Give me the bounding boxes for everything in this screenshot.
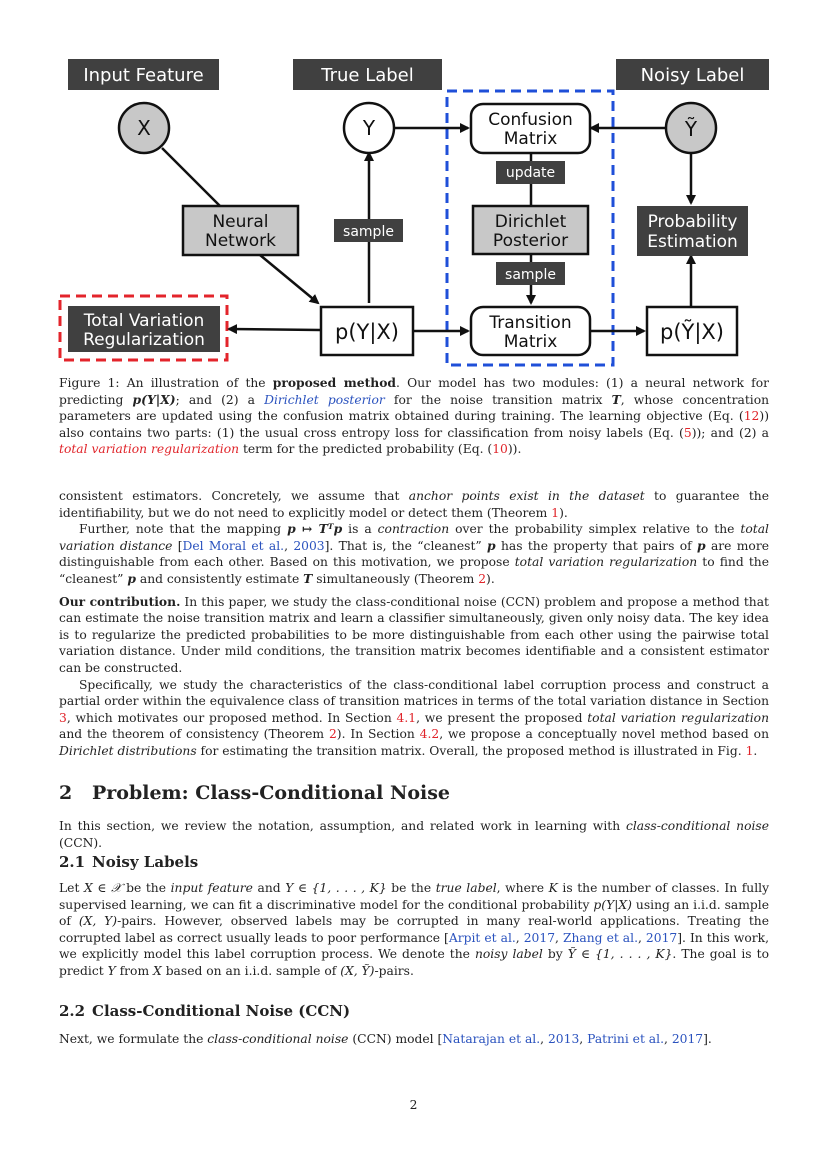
ref-section[interactable]: 4.2: [419, 727, 440, 742]
node-dirichlet-posterior: Dirichlet Posterior: [471, 204, 590, 256]
citation[interactable]: Del Moral et al.: [182, 538, 285, 553]
citation-year[interactable]: 2003: [293, 538, 325, 553]
section-intro: In this section, we review the notation,…: [59, 818, 769, 851]
citation[interactable]: Arpit et al.: [448, 930, 516, 945]
paragraph: In this section, we review the notation,…: [59, 819, 769, 850]
node-confusion-matrix: Confusion Matrix: [469, 102, 592, 155]
svg-text:Matrix: Matrix: [504, 332, 558, 352]
node-y: Y: [342, 101, 396, 155]
link-total-variation[interactable]: total variation regularization: [59, 442, 240, 457]
citation[interactable]: Patrini et al.: [587, 1032, 664, 1046]
ref-section[interactable]: 3: [59, 710, 67, 725]
svg-text:True Label: True Label: [320, 65, 414, 86]
node-x: X: [117, 101, 171, 155]
node-p-y-given-x: p(Y|X): [319, 305, 415, 357]
label-update: update: [496, 161, 565, 184]
paragraph: consistent estimators. Concretely, we as…: [59, 489, 769, 520]
subsection-text: Next, we formulate the class-conditional…: [59, 1031, 769, 1048]
paragraph: Let X ∈ 𝒳 be the input feature and Y ∈ {…: [59, 881, 770, 978]
paragraph-contribution: Our contribution. In this paper, we stud…: [59, 593, 770, 675]
svg-text:p(Ỹ|X): p(Ỹ|X): [660, 318, 724, 345]
page-number: 2: [409, 1098, 418, 1112]
svg-text:Total Variation: Total Variation: [83, 311, 205, 331]
node-tv-regularization: Total Variation Regularization: [68, 306, 220, 352]
svg-text:Matrix: Matrix: [504, 129, 558, 149]
ref-eq-5[interactable]: 5: [683, 425, 692, 440]
diagram: Input Feature True Label Noisy Label X Y…: [58, 59, 769, 367]
label-sample-left: sample: [334, 219, 403, 242]
svg-text:Confusion: Confusion: [488, 110, 573, 130]
dashed-red-region: [58, 294, 229, 362]
ref-eq-12[interactable]: 12: [743, 409, 760, 424]
header-true-label: True Label: [293, 59, 442, 90]
node-transition-matrix: Transition Matrix: [469, 305, 592, 357]
header-noisy-label: Noisy Label: [616, 59, 769, 90]
svg-text:Network: Network: [205, 231, 276, 251]
svg-text:Ỹ: Ỹ: [684, 117, 698, 141]
svg-text:p(Y|X): p(Y|X): [335, 320, 399, 345]
citation[interactable]: Natarajan et al.: [442, 1032, 541, 1046]
node-y-tilde: Ỹ: [664, 101, 718, 155]
dashed-blue-region: [445, 89, 615, 367]
ref-theorem[interactable]: 2: [478, 571, 487, 586]
figure-1: Input Feature True Label Noisy Label X Y…: [0, 0, 827, 380]
node-p-ytilde-given-x: p(Ỹ|X): [645, 305, 739, 357]
svg-text:sample: sample: [505, 267, 556, 283]
svg-text:Noisy Label: Noisy Label: [641, 65, 745, 86]
citation-year[interactable]: 2017: [645, 930, 678, 945]
node-neural-network: Neural Network: [181, 204, 300, 257]
paragraph: Further, note that the mapping p ↦ Tᵀp i…: [59, 521, 769, 586]
ref-eq-10[interactable]: 10: [492, 442, 508, 457]
svg-text:Regularization: Regularization: [83, 330, 205, 350]
svg-text:Neural: Neural: [212, 212, 268, 232]
header-input-feature: Input Feature: [68, 59, 219, 90]
label-sample-mid: sample: [496, 262, 565, 285]
link-dirichlet-posterior[interactable]: Dirichlet posterior: [264, 392, 385, 407]
svg-text:sample: sample: [343, 224, 394, 240]
svg-text:Y: Y: [362, 116, 376, 140]
intro-text: consistent estimators. Concretely, we as…: [59, 488, 769, 760]
svg-text:Estimation: Estimation: [647, 232, 738, 252]
node-probability-estimation: Probability Estimation: [637, 206, 748, 256]
ref-theorem[interactable]: 2: [328, 727, 337, 742]
ref-theorem[interactable]: 1: [551, 505, 560, 520]
svg-text:Probability: Probability: [648, 212, 738, 232]
svg-text:X: X: [137, 116, 151, 140]
citation-year[interactable]: 2013: [547, 1032, 580, 1046]
citation-year[interactable]: 2017: [523, 930, 556, 945]
paragraph: Specifically, we study the characteristi…: [59, 677, 769, 758]
svg-text:Dirichlet: Dirichlet: [495, 212, 567, 232]
ref-figure[interactable]: 1: [745, 743, 754, 758]
ref-section[interactable]: 4.1: [396, 710, 417, 725]
svg-text:Input Feature: Input Feature: [83, 65, 203, 86]
svg-text:update: update: [506, 165, 555, 181]
citation[interactable]: Zhang et al.: [562, 930, 638, 945]
svg-text:Transition: Transition: [488, 313, 571, 333]
subsection-text: Let X ∈ 𝒳 be the input feature and Y ∈ {…: [59, 880, 769, 980]
paragraph: Next, we formulate the class-conditional…: [59, 1032, 712, 1046]
citation-year[interactable]: 2017: [671, 1032, 704, 1046]
figure-caption: Figure 1: An illustration of the propose…: [59, 375, 770, 457]
svg-text:Posterior: Posterior: [493, 231, 568, 251]
